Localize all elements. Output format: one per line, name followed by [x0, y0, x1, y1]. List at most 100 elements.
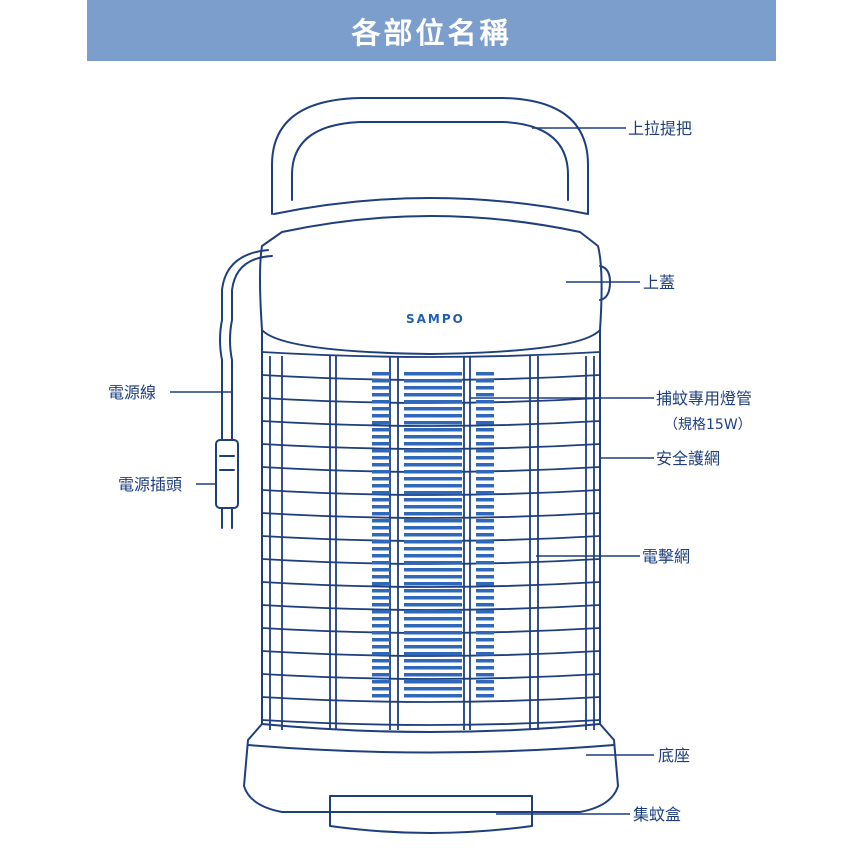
- lamp-stripe: [372, 589, 390, 593]
- label-base: 底座: [658, 746, 690, 765]
- base-line: [247, 744, 615, 754]
- lamp-stripe: [372, 407, 390, 411]
- lamp-stripe: [476, 372, 494, 376]
- lamp-stripe: [476, 519, 494, 523]
- lamp-stripe: [476, 540, 494, 544]
- lamp-stripe: [372, 687, 390, 691]
- lamp-stripe: [476, 421, 494, 425]
- lamp-stripe: [404, 575, 462, 579]
- safety-ring: [261, 650, 601, 657]
- lamp-stripe: [372, 666, 390, 670]
- tray: [329, 795, 533, 834]
- lamp-stripe: [404, 470, 462, 474]
- lamp-stripe: [476, 498, 494, 502]
- lamp-stripe: [372, 659, 390, 663]
- safety-ring: [261, 512, 601, 519]
- lamp-stripe: [404, 617, 462, 621]
- lamp-stripe: [404, 400, 462, 404]
- lamp-tubes: [372, 372, 494, 698]
- lamp-stripe: [372, 680, 390, 684]
- lamp-stripe: [372, 533, 390, 537]
- lamp-stripe: [404, 631, 462, 635]
- safety-ring: [261, 489, 601, 496]
- safety-ring: [261, 351, 601, 358]
- lamp-stripe: [372, 379, 390, 383]
- lamp-stripe: [404, 512, 462, 516]
- lamp-stripe: [476, 470, 494, 474]
- lamp-stripe: [404, 498, 462, 502]
- lamp-stripe: [476, 652, 494, 656]
- lamp-stripe: [372, 386, 390, 390]
- lamp-stripe: [372, 435, 390, 439]
- lamp-stripe: [404, 659, 462, 663]
- lamp-stripe: [372, 596, 390, 600]
- lamp-stripe: [476, 449, 494, 453]
- lamp-stripe: [404, 680, 462, 684]
- handle-inner: [291, 121, 569, 201]
- power-cord-2: [219, 249, 269, 441]
- power-cord: [229, 255, 273, 441]
- lamp-stripe: [476, 582, 494, 586]
- lamp-stripe: [372, 505, 390, 509]
- lamp-stripe: [404, 484, 462, 488]
- lamp-stripe: [476, 400, 494, 404]
- lamp-stripe: [372, 421, 390, 425]
- lamp-stripe: [372, 652, 390, 656]
- lamp-stripe: [404, 526, 462, 530]
- label-lamp-spec: （規格15W）: [664, 417, 752, 433]
- lamp-stripe: [372, 582, 390, 586]
- lamp-stripe: [372, 456, 390, 460]
- label-handle: 上拉提把: [628, 119, 692, 138]
- lamp-stripe: [404, 414, 462, 418]
- label-plug: 電源插頭: [118, 475, 182, 494]
- label-safety-grid: 安全護網: [656, 449, 720, 468]
- safety-ring: [261, 719, 601, 726]
- lamp-stripe: [404, 589, 462, 593]
- lamp-stripe: [476, 624, 494, 628]
- lamp-stripe: [404, 540, 462, 544]
- lamp-stripe: [476, 393, 494, 397]
- safety-ring: [261, 581, 601, 588]
- lamp-stripe: [372, 673, 390, 677]
- lamp-stripe: [476, 687, 494, 691]
- label-lamp: 捕蚊專用燈管: [656, 389, 752, 408]
- lamp-stripe: [372, 547, 390, 551]
- lamp-stripe: [372, 645, 390, 649]
- lamp-stripe: [476, 666, 494, 670]
- lamp-stripe: [476, 505, 494, 509]
- lamp-stripe: [372, 491, 390, 495]
- lamp-stripe: [404, 421, 462, 425]
- lamp-stripe: [404, 554, 462, 558]
- lamp-stripe: [372, 463, 390, 467]
- lamp-stripe: [372, 477, 390, 481]
- lamp-stripe: [476, 456, 494, 460]
- safety-ring: [261, 420, 601, 427]
- lamp-stripe: [476, 547, 494, 551]
- lamp-stripe: [404, 673, 462, 677]
- lamp-stripe: [476, 596, 494, 600]
- lid-top: [273, 197, 589, 215]
- lamp-stripe: [372, 624, 390, 628]
- plug-body: [215, 439, 239, 509]
- lamp-stripe: [372, 400, 390, 404]
- lamp-stripe: [476, 414, 494, 418]
- handle: [271, 97, 589, 215]
- lamp-stripe: [476, 631, 494, 635]
- lamp-stripe: [404, 477, 462, 481]
- lamp-stripe: [476, 673, 494, 677]
- lamp-stripe: [404, 379, 462, 383]
- lamp-stripe: [476, 617, 494, 621]
- lamp-stripe: [476, 533, 494, 537]
- lamp-stripe: [372, 610, 390, 614]
- lamp-stripe: [476, 610, 494, 614]
- lamp-stripe: [476, 428, 494, 432]
- lamp-stripe: [372, 638, 390, 642]
- lamp-stripe: [372, 442, 390, 446]
- cage-bottom: [261, 723, 601, 733]
- lamp-stripe: [372, 470, 390, 474]
- lamp-stripe: [372, 512, 390, 516]
- lamp-stripe: [404, 428, 462, 432]
- safety-ring: [261, 443, 601, 450]
- lamp-stripe: [372, 414, 390, 418]
- lamp-stripe: [404, 435, 462, 439]
